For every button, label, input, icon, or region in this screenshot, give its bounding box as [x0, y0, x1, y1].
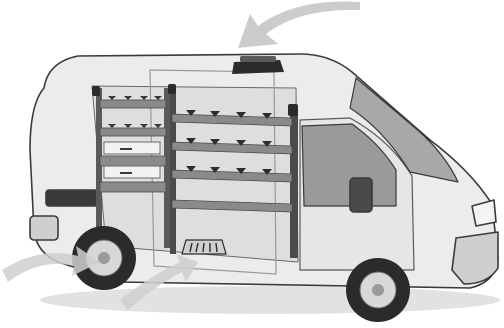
front-wheel: [346, 258, 410, 322]
front-bumper: [452, 232, 498, 284]
ground-shadow: [40, 286, 500, 314]
airflow-arrow-icon: [238, 2, 360, 49]
side-mirror: [350, 178, 372, 212]
floor-vent-icon: [182, 240, 226, 254]
rear-bumper: [30, 216, 58, 240]
rear-lamp: [46, 190, 98, 206]
